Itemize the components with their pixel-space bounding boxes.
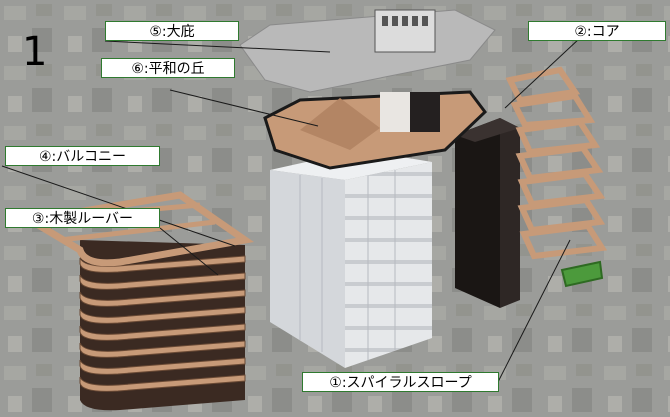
roof-canopy [239,9,496,93]
core-tower [455,118,520,308]
label-roof: ⑤:大庇 [105,21,239,41]
peace-hill-deck [263,90,488,170]
leader-lines [1,37,581,383]
label-balcony: ④:バルコニー [5,146,160,166]
spiral-slope [505,66,608,288]
figure-number: 1 [22,29,48,75]
main-structure [270,150,432,368]
label-spiral-slope: ①:スパイラルスロープ [302,372,499,392]
label-core: ②:コア [528,21,666,41]
balcony-louver-stack [20,191,254,411]
label-louver: ③:木製ルーバー [5,208,160,228]
label-peace-hill: ⑥:平和の丘 [101,58,235,78]
